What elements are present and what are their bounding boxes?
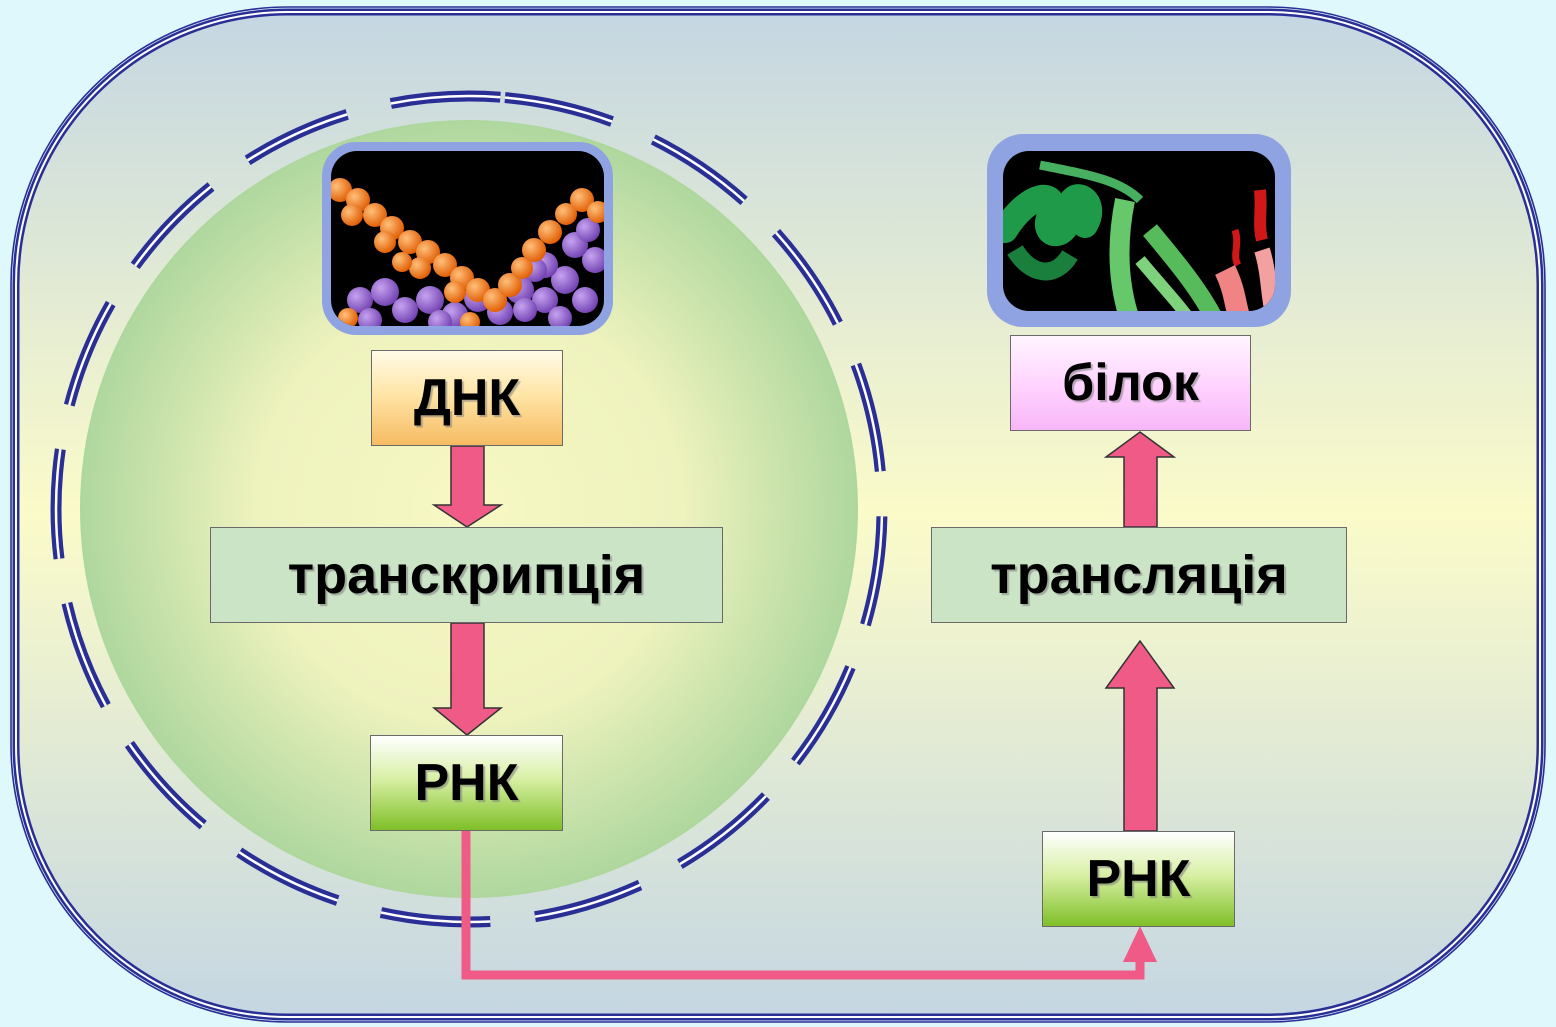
arrow-transcription-to-rna: [431, 622, 504, 736]
arrow-rna-to-translation: [1104, 639, 1176, 832]
arrow-dna-to-transcription: [431, 445, 504, 528]
transcription-label: транскрипція: [210, 527, 723, 623]
translation-label: трансляція: [931, 527, 1347, 623]
rna-nucleus-label: РНК: [370, 735, 563, 831]
protein-model-image: [987, 134, 1291, 327]
arrow-rna-export: [461, 831, 1157, 980]
dna-label: ДНК: [371, 350, 563, 446]
arrow-translation-to-protein: [1103, 431, 1177, 528]
rna-cytoplasm-label: РНК: [1042, 831, 1235, 927]
dna-model-image: [322, 142, 613, 335]
protein-label: білок: [1010, 335, 1251, 431]
